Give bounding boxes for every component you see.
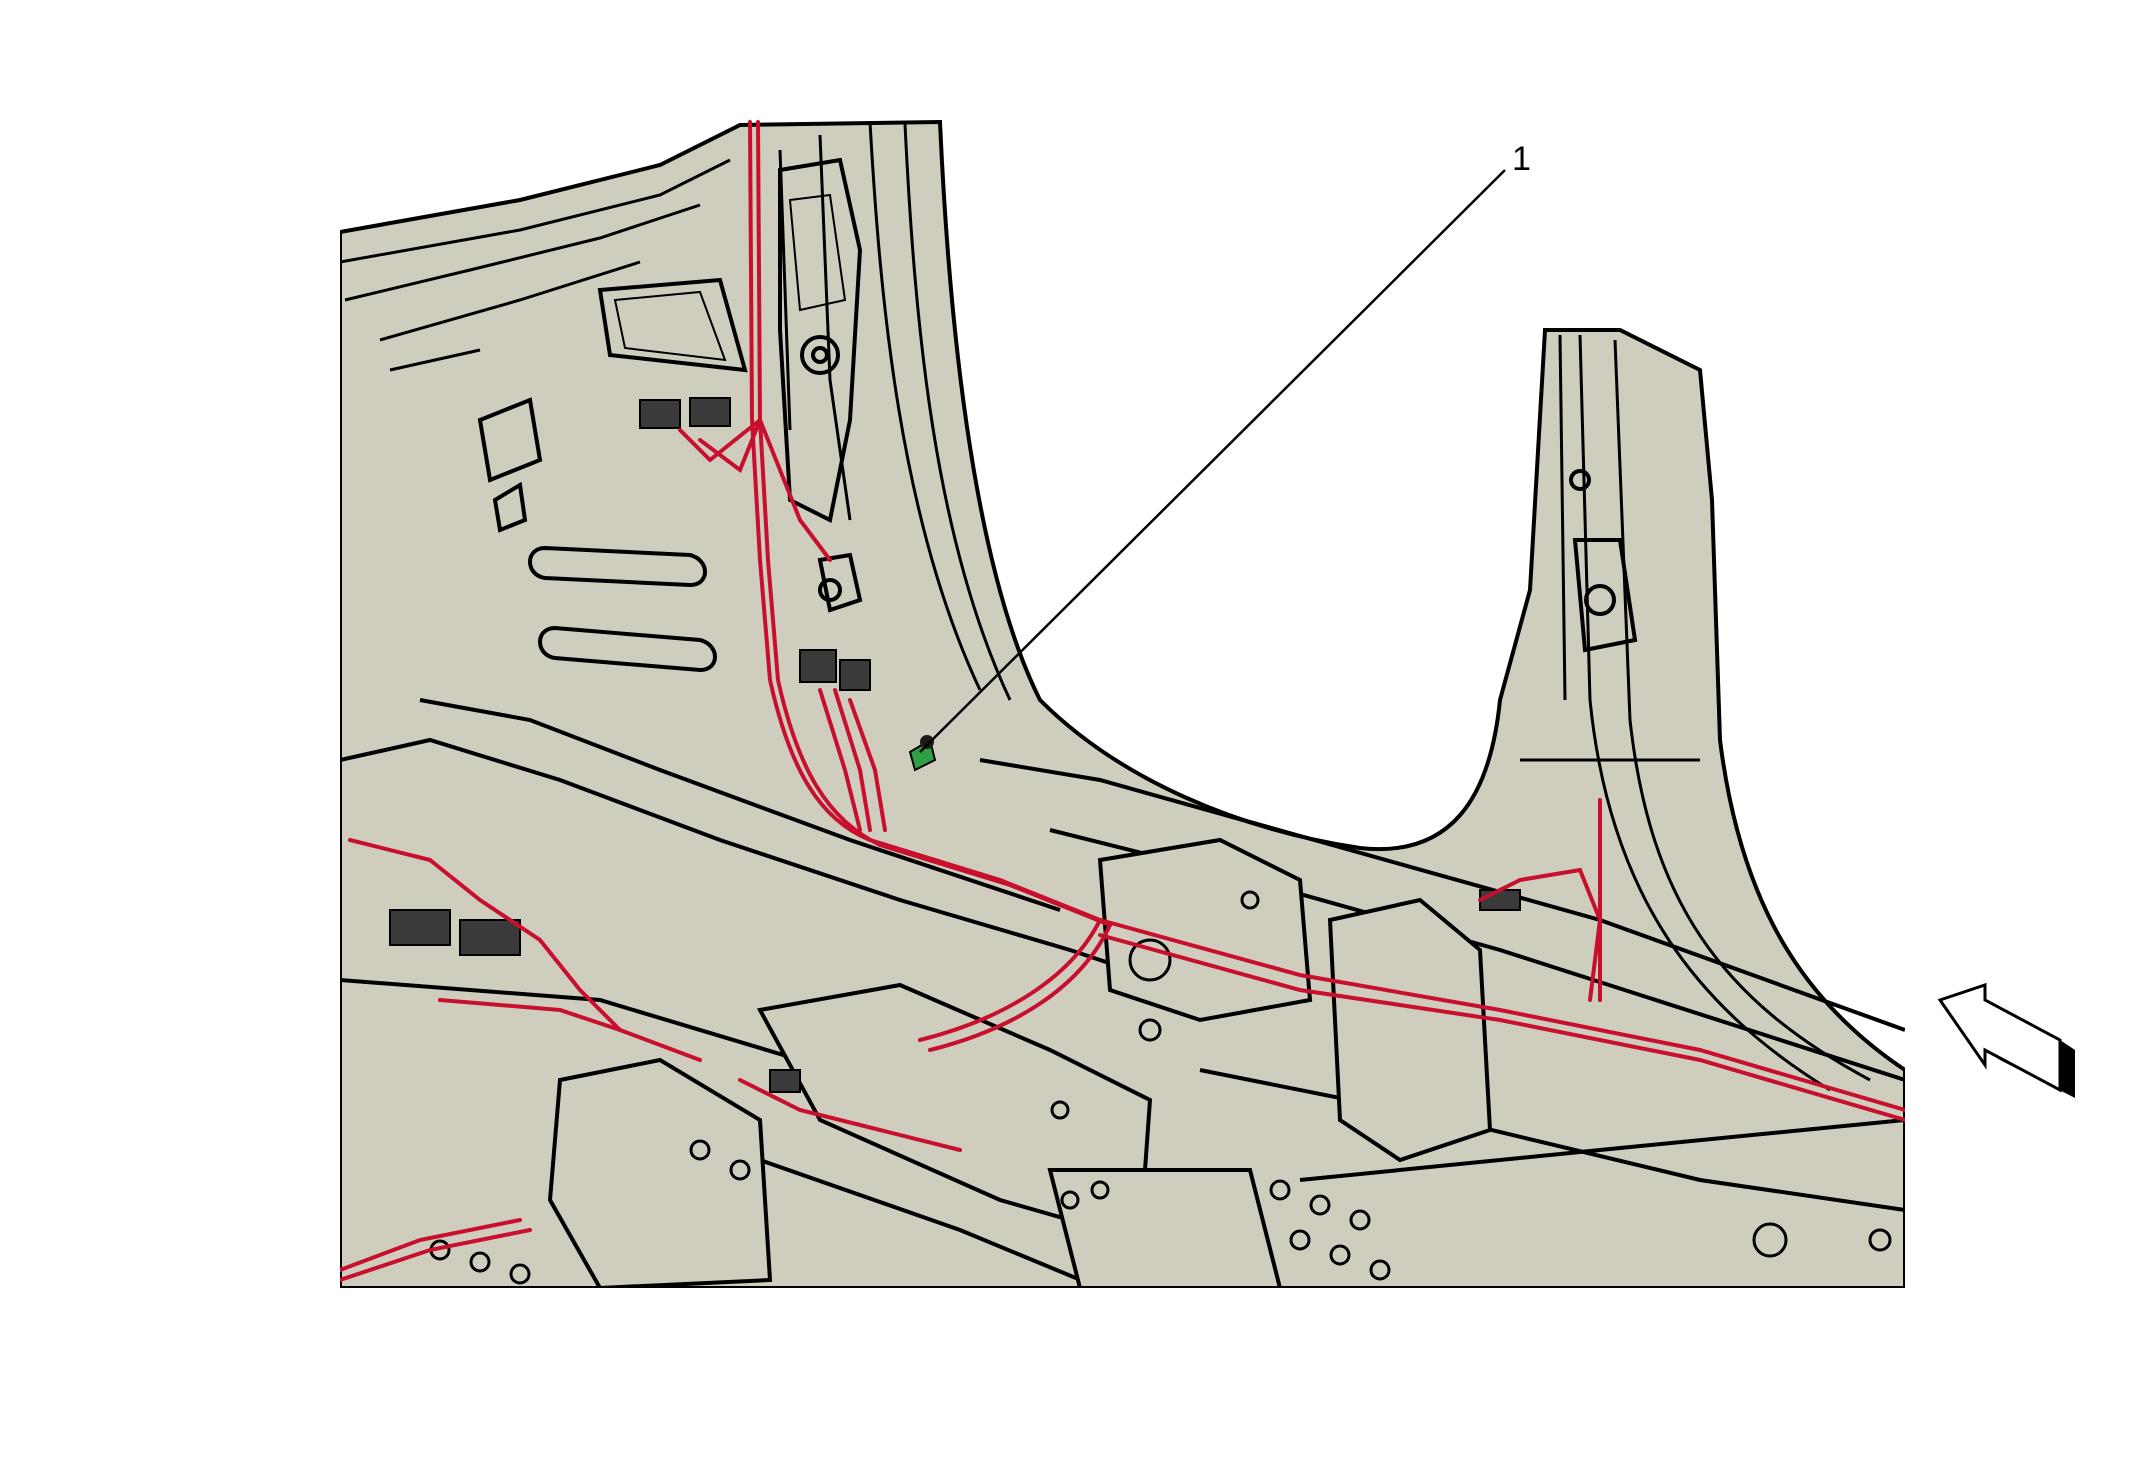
- trim-openings: [597, 157, 1638, 653]
- ground-terminal-icon: [908, 735, 937, 772]
- upper-panel-contours: [340, 121, 1871, 1092]
- callout-1: 1: [919, 140, 1531, 753]
- cross-members: [547, 837, 1493, 1288]
- callout-leader-line: [919, 169, 1506, 753]
- outline-arrow-icon: [1937, 982, 2075, 1098]
- vehicle-body-illustration: [340, 120, 1905, 1288]
- embossed-slots: [477, 397, 863, 673]
- callout-number: 1: [1512, 140, 1531, 178]
- body-panel-silhouette: [340, 120, 1905, 1288]
- floor-holes: [429, 890, 1892, 1285]
- wiring-harness: [340, 120, 1905, 1282]
